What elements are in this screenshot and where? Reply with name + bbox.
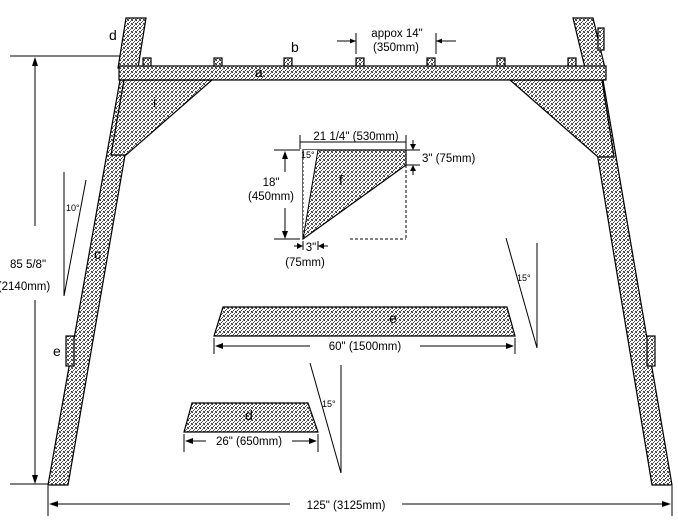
right-leg-block — [646, 335, 656, 367]
cleat-5 — [426, 57, 436, 67]
piece-e — [213, 306, 516, 337]
piece-f-detail: 21 1/4" (530mm) 18" (450mm) 3" (75mm) 3"… — [248, 131, 475, 269]
left-gusset — [110, 79, 214, 156]
height-label-line1: 85 5/8" — [10, 259, 46, 271]
f-height-label-line2: (450mm) — [248, 191, 294, 203]
left-leg-block — [65, 335, 75, 367]
label-e-piece: e — [389, 310, 397, 326]
right-post-tab — [597, 27, 605, 51]
label-i: i — [153, 94, 156, 110]
label-a: a — [255, 64, 263, 80]
label-e-side: e — [53, 343, 61, 359]
cleat-2 — [213, 57, 223, 67]
label-b: b — [291, 39, 299, 55]
part-labels: a b c d d e e f i — [53, 27, 397, 423]
piece-d — [183, 402, 319, 433]
d-length-label: 26" (650mm) — [216, 436, 282, 448]
height-label-line2: (2140mm) — [0, 281, 50, 293]
left-leg-top-post — [117, 17, 147, 69]
e-angle-label: 15° — [517, 273, 531, 283]
a-frame — [47, 17, 673, 486]
cleat-6 — [496, 57, 506, 67]
e-length-label: 60" (1500mm) — [329, 341, 402, 353]
width-dimension: 125" (3125mm) — [47, 486, 673, 516]
height-dimension: 85 5/8" (2140mm) — [0, 55, 120, 485]
width-label: 125" (3125mm) — [307, 500, 386, 512]
cleat-7 — [567, 57, 577, 67]
spacing-label-line1: appox 14" — [371, 28, 422, 40]
f-angle-label: 15° — [301, 150, 315, 160]
label-c: c — [94, 246, 101, 262]
f-bottom-label-line1: 3" — [306, 242, 316, 254]
label-d-piece: d — [245, 407, 253, 423]
piece-f — [302, 149, 407, 241]
spacing-dimension: appox 14" (350mm) — [337, 28, 456, 54]
f-top-label: 3" (75mm) — [422, 153, 475, 165]
d-angle-label: 15° — [322, 399, 336, 409]
cleat-4 — [355, 57, 365, 67]
label-f: f — [339, 172, 343, 188]
cleat-1 — [142, 57, 152, 67]
right-gusset — [508, 79, 615, 158]
piece-e-detail: 60" (1500mm) 15° — [213, 237, 538, 354]
label-d-top: d — [109, 27, 117, 43]
f-width-label: 21 1/4" (530mm) — [313, 131, 398, 143]
f-bottom-label-line2: (75mm) — [285, 257, 325, 269]
piece-d-detail: 26" (650mm) 15° — [183, 362, 342, 474]
f-height-label-line1: 18" — [263, 177, 280, 189]
top-beam — [118, 65, 607, 81]
leg-angle-label: 10° — [66, 203, 80, 213]
cleat-3 — [283, 57, 293, 67]
spacing-label-line2: (350mm) — [373, 42, 419, 54]
leg-angle-indicator: 10° — [63, 172, 87, 297]
